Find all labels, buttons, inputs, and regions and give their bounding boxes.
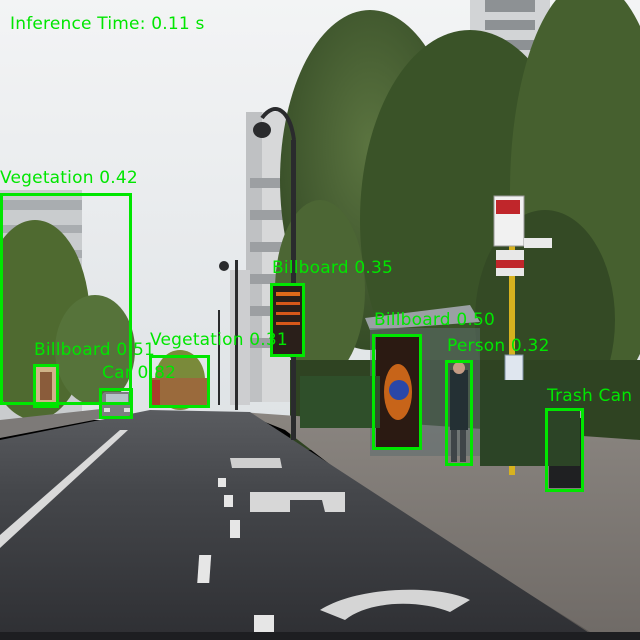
detection-label-billboard-shelter: Billboard 0.50 — [374, 310, 495, 330]
digital-display-billboard — [273, 286, 303, 354]
detection-label-trash-can: Trash Can — [547, 386, 633, 406]
small-billboard-left — [36, 366, 56, 406]
fanta-billboard — [376, 337, 420, 447]
detection-box-billboard-left — [33, 364, 59, 408]
detection-label-car: Car 0.82 — [102, 363, 177, 383]
detection-box-person — [445, 360, 473, 466]
detection-box-billboard-display — [270, 283, 305, 357]
detection-box-vegetation-left — [0, 193, 132, 405]
distant-autumn-trees — [152, 378, 208, 406]
detection-label-billboard-left: Billboard 0.51 — [34, 340, 155, 360]
bus-stop-sign — [493, 195, 552, 475]
inference-time-text: Inference Time: 0.11 s — [10, 14, 205, 34]
detection-label-vegetation-left: Vegetation 0.42 — [0, 168, 138, 188]
detection-box-trash-can — [545, 408, 584, 492]
detection-label-vegetation-center: Vegetation 0.31 — [150, 330, 288, 350]
detection-box-car — [99, 388, 133, 419]
detection-label-billboard-display: Billboard 0.35 — [272, 258, 393, 278]
sidewalk — [240, 412, 640, 640]
detection-box-billboard-shelter — [372, 334, 422, 450]
detection-label-person: Person 0.32 — [447, 336, 550, 356]
detection-box-vegetation-center — [149, 355, 210, 408]
person-at-shelter — [450, 362, 468, 462]
road — [0, 410, 600, 640]
hedge — [300, 376, 380, 428]
